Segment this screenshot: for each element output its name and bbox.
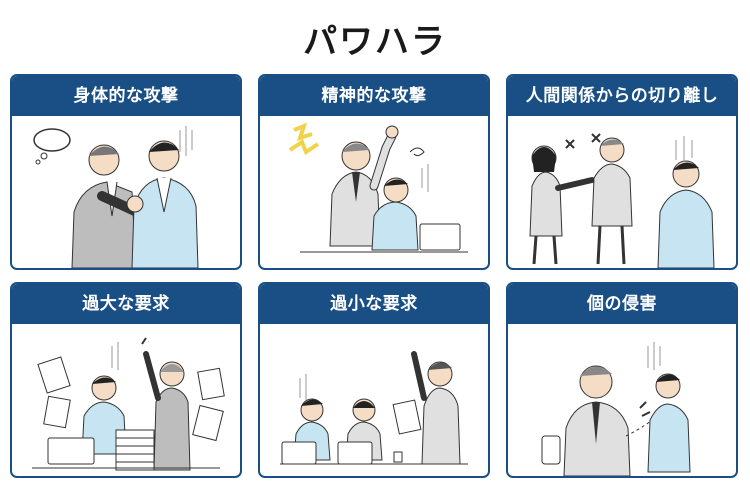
card-label: 過大な要求 [12,284,240,324]
card-label: 人間関係からの切り離し [508,76,736,116]
card-label: 個の侵害 [508,284,736,324]
card-isolation: 人間関係からの切り離し [506,74,738,270]
boss-yelling-at-worker-icon [288,122,468,253]
excluded-colleague-icon [529,133,715,268]
card-excessive-demands: 過大な要求 [10,282,242,478]
card-illustration [508,324,736,476]
card-illustration [508,116,736,268]
card-illustration [12,324,240,476]
privacy-intrusion-icon [541,342,691,476]
card-physical-attack: 身体的な攻撃 [10,74,242,270]
page-title: パワハラ [303,22,447,62]
underused-workers-icon [280,351,468,465]
card-mental-attack: 精神的な攻撃 [258,74,490,270]
card-insufficient-demands: 過小な要求 [258,282,490,478]
overloaded-worker-icon [32,337,225,471]
card-label: 精神的な攻撃 [260,76,488,116]
card-label: 過小な要求 [260,284,488,324]
two-men-grabbing-icon [33,126,199,268]
card-illustration [260,324,488,476]
card-label: 身体的な攻撃 [12,76,240,116]
card-privacy-invasion: 個の侵害 [506,282,738,478]
card-illustration [260,116,488,268]
card-illustration [12,116,240,268]
